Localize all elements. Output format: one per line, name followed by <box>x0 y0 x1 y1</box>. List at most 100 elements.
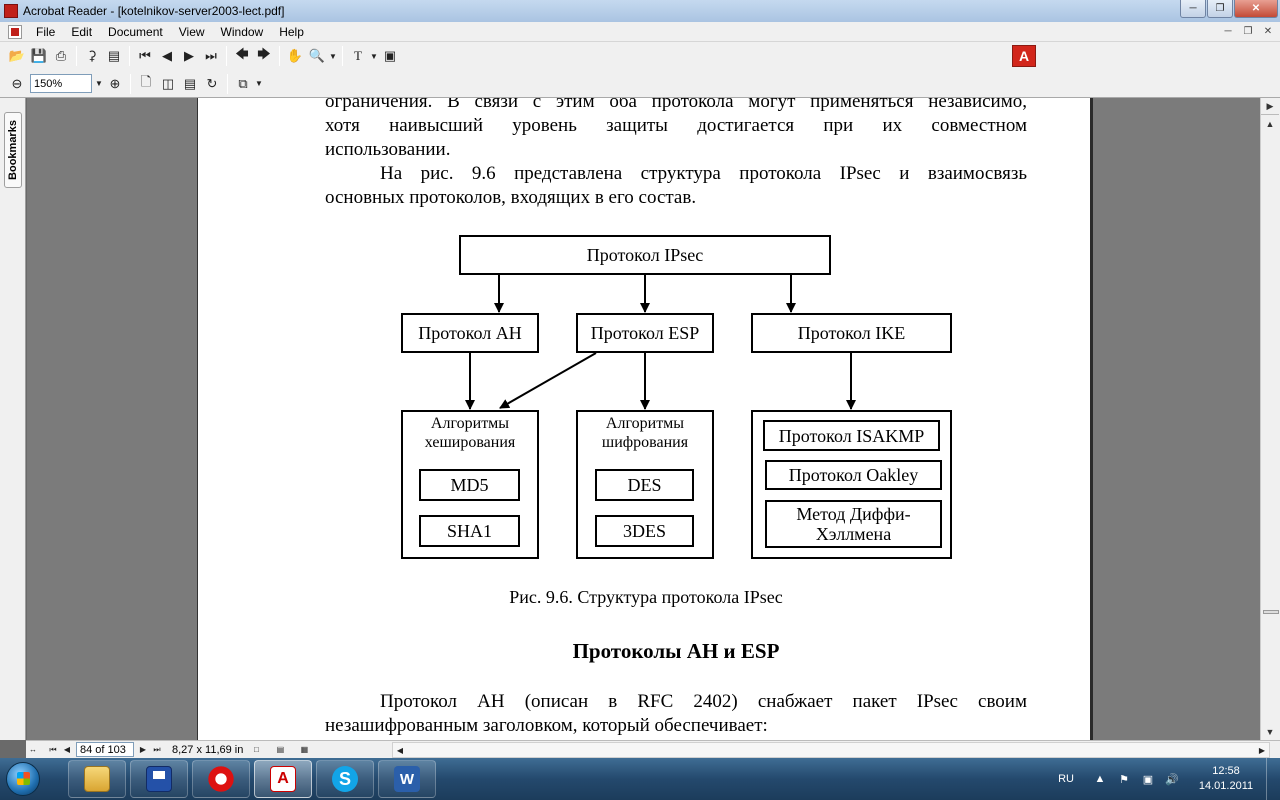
start-button[interactable] <box>0 758 46 800</box>
zoom-tool-icon[interactable]: 🔍 <box>308 48 326 63</box>
text-select-icon[interactable]: T <box>354 48 362 63</box>
paragraph-1-line-1: ограничения. В связи с этим оба протокол… <box>325 98 1027 112</box>
fit-width-icon[interactable]: ▤ <box>183 75 197 91</box>
arrow-esp-to-hash <box>499 352 597 409</box>
opera-icon <box>208 766 234 792</box>
document-view[interactable]: ограничения. В связи с этим оба протокол… <box>27 98 1260 740</box>
status-next-page-icon[interactable]: ▶ <box>139 745 147 754</box>
volume-icon[interactable]: 🔊 <box>1165 773 1179 786</box>
continuous-facing-icon[interactable]: ▦ <box>300 745 309 754</box>
zoom-in-icon[interactable]: ⊕ <box>109 75 121 91</box>
page-layout-dropdown-icon[interactable]: ▼ <box>255 79 263 88</box>
menu-file[interactable]: File <box>36 24 56 39</box>
open-icon[interactable]: 📂 <box>8 48 26 63</box>
adobe-logo-icon[interactable]: A <box>1012 45 1036 67</box>
language-indicator[interactable]: RU <box>1058 773 1074 785</box>
split-view-icon[interactable]: ↔ <box>29 745 37 754</box>
select-dropdown-icon[interactable]: ▼ <box>370 51 378 61</box>
toolbar-divider <box>129 46 130 66</box>
zoom-input[interactable]: 150% <box>30 74 92 93</box>
document-window-controls: ─ ❐ ✕ <box>1220 24 1276 39</box>
figure-caption: Рис. 9.6. Структура протокола IPsec <box>509 587 783 607</box>
status-last-page-icon[interactable]: ⏭ <box>153 744 161 754</box>
window-controls: ─ ❐ ✕ <box>1180 0 1278 18</box>
system-tray: RU ▲ ⚑ ▣ 🔊 12:58 14.01.2011 <box>1058 758 1280 800</box>
bookmarks-tab-label: Bookmarks <box>7 120 20 180</box>
scroll-down-icon[interactable]: ▼ <box>1265 726 1275 737</box>
section-heading: Протоколы AH и ESP <box>572 639 780 663</box>
horizontal-scrollbar[interactable]: ◀ ▶ <box>392 742 1270 758</box>
rotate-view-icon[interactable]: ↻ <box>206 75 218 91</box>
show-desktop-button[interactable] <box>1266 758 1280 800</box>
zoom-out-icon[interactable]: ⊖ <box>11 75 23 91</box>
status-first-page-icon[interactable]: ⏮ <box>49 744 57 754</box>
fit-page-icon[interactable]: ◫ <box>161 75 175 91</box>
show-hidden-icons-icon[interactable]: ▲ <box>1094 773 1106 785</box>
diagram-hash-title: Алгоритмы хеширования <box>424 415 516 451</box>
find-icon[interactable]: ⚳ <box>87 48 97 63</box>
previous-page-icon[interactable]: ◀ <box>162 48 172 63</box>
status-previous-page-icon[interactable]: ◀ <box>63 745 71 754</box>
diagram-isakmp-box: Протокол ISAKMP <box>763 420 940 451</box>
bookmarks-tab[interactable]: Bookmarks <box>4 112 22 188</box>
taskbar-save[interactable] <box>130 760 188 798</box>
taskbar-word[interactable]: W <box>378 760 436 798</box>
close-button[interactable]: ✕ <box>1234 0 1278 18</box>
page-layout-icon[interactable]: ⧉ <box>238 75 248 91</box>
expand-panel-icon[interactable]: ▶ <box>1261 98 1279 115</box>
windows-taskbar: A S W RU ▲ ⚑ ▣ 🔊 12:58 14.01.2011 <box>0 758 1280 800</box>
hand-tool-icon[interactable]: ✋ <box>286 48 304 63</box>
toolbar-divider <box>279 46 280 66</box>
menu-window[interactable]: Window <box>220 24 264 39</box>
taskbar-opera[interactable] <box>192 760 250 798</box>
single-page-icon[interactable]: □ <box>253 745 259 754</box>
scroll-right-icon[interactable]: ▶ <box>1258 745 1266 755</box>
taskbar-explorer[interactable] <box>68 760 126 798</box>
document-icon[interactable] <box>8 24 22 39</box>
save-icon[interactable]: 💾 <box>30 48 48 63</box>
pdf-page: ограничения. В связи с этим оба протокол… <box>197 98 1093 740</box>
first-page-icon[interactable]: ⏮ <box>139 48 151 63</box>
zoom-level-dropdown-icon[interactable]: ▼ <box>95 79 103 88</box>
network-icon[interactable]: ▣ <box>1142 773 1154 786</box>
continuous-icon[interactable]: ▤ <box>276 745 285 754</box>
go-forward-icon[interactable]: 🡆 <box>257 46 271 61</box>
menu-help[interactable]: Help <box>279 24 304 39</box>
menu-view[interactable]: View <box>178 24 205 39</box>
window-title: Acrobat Reader - [kotelnikov-server2003-… <box>23 4 285 18</box>
taskbar-skype[interactable]: S <box>316 760 374 798</box>
taskbar-acrobat[interactable]: A <box>254 760 312 798</box>
go-back-icon[interactable]: 🡄 <box>235 46 249 61</box>
minimize-button[interactable]: ─ <box>1180 0 1206 18</box>
paragraph-2-line-1: На рис. 9.6 представлена структура прото… <box>380 163 1027 184</box>
snapshot-icon[interactable]: ▣ <box>383 48 397 63</box>
ipsec-structure-diagram: Протокол IPsec Протокол AH Протокол ESP … <box>198 98 1094 598</box>
actual-size-icon[interactable]: 🗋 <box>140 73 152 89</box>
toolbar-divider <box>130 73 131 94</box>
menu-document[interactable]: Document <box>108 24 163 39</box>
page-number-field[interactable]: 84 of 103 <box>76 742 134 757</box>
show-hide-navigation-icon[interactable]: ▤ <box>107 48 121 63</box>
paragraph-2-line-2: основных протоколов, входящих в его сост… <box>325 187 697 208</box>
vertical-scrollbar[interactable]: ▶ ▲ ▼ <box>1260 98 1280 740</box>
scroll-up-icon[interactable]: ▲ <box>1265 118 1275 129</box>
next-page-icon[interactable]: ▶ <box>184 48 194 63</box>
skype-icon: S <box>332 766 358 792</box>
doc-close-icon[interactable]: ✕ <box>1263 26 1273 37</box>
zoom-dropdown-icon[interactable]: ▼ <box>329 51 337 61</box>
scroll-left-icon[interactable]: ◀ <box>396 745 404 755</box>
maximize-button[interactable]: ❐ <box>1207 0 1233 18</box>
last-page-icon[interactable]: ⏭ <box>205 48 217 63</box>
windows-orb-icon <box>6 762 40 796</box>
doc-minimize-icon[interactable]: ─ <box>1224 26 1232 37</box>
doc-restore-icon[interactable]: ❐ <box>1243 26 1253 37</box>
vertical-scroll-thumb[interactable] <box>1263 610 1279 614</box>
clock[interactable]: 12:58 14.01.2011 <box>1190 764 1262 794</box>
menu-edit[interactable]: Edit <box>71 24 93 39</box>
title-bar: Acrobat Reader - [kotelnikov-server2003-… <box>0 0 1280 22</box>
action-center-flag-icon[interactable]: ⚑ <box>1119 773 1129 786</box>
print-icon[interactable]: ⎙ <box>55 48 67 63</box>
toolbar-divider <box>227 73 228 94</box>
diagram-ah-box: Протокол AH <box>401 313 539 353</box>
status-bar: ↔ ⏮ ◀ 84 of 103 ▶ ⏭ 8,27 x 11,69 in □ ▤ … <box>26 740 1280 758</box>
